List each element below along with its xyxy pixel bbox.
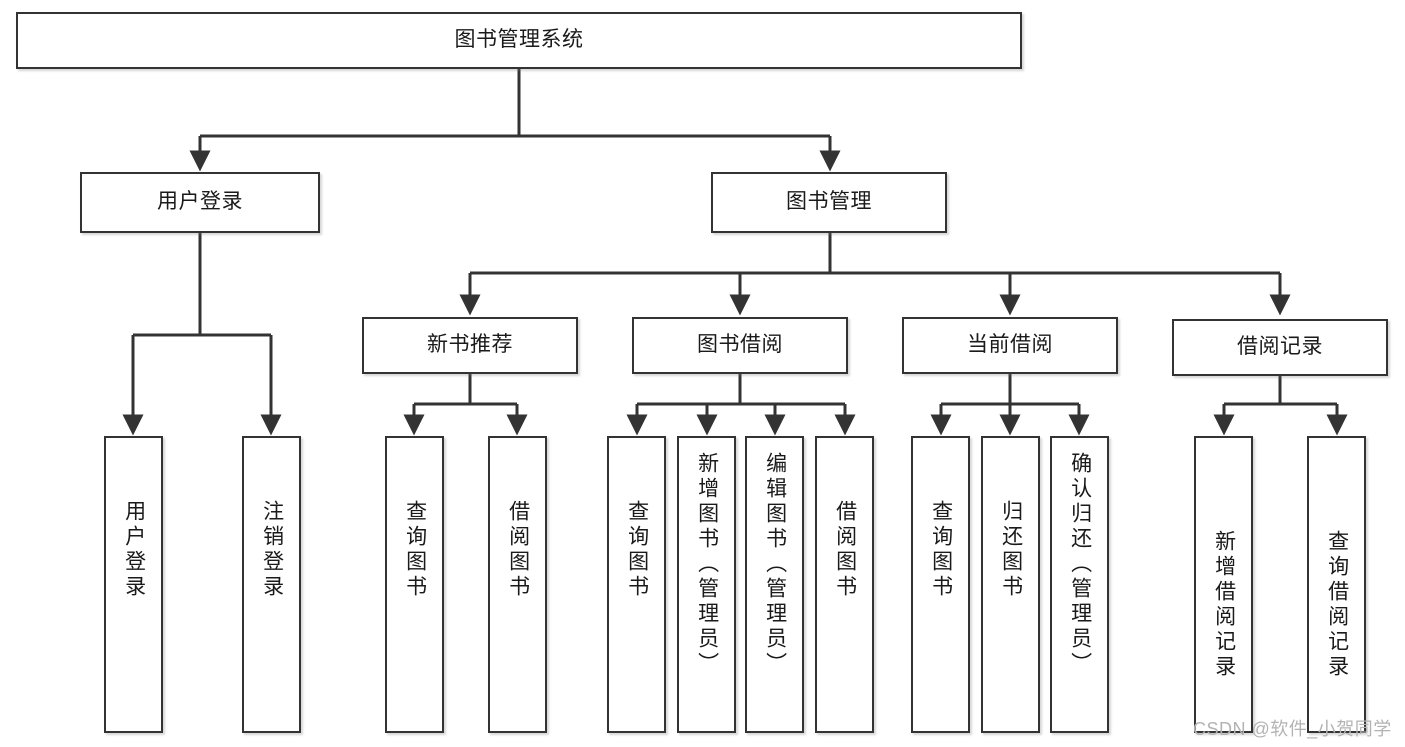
node-leaf-logout-login-label: 注销登录 (260, 500, 284, 600)
node-current-borrow-label: 当前借阅 (967, 333, 1053, 357)
node-leaf-user-login[interactable]: 用户登录 (104, 436, 163, 733)
node-leaf-query-book-2[interactable]: 查询图书 (607, 436, 666, 733)
node-leaf-borrow-book-2-label: 借阅图书 (833, 500, 857, 600)
node-user-login-label: 用户登录 (157, 190, 243, 214)
node-current-borrow[interactable]: 当前借阅 (902, 317, 1118, 374)
node-leaf-confirm-return[interactable]: 确认归还（管理员） (1050, 436, 1109, 733)
node-book-borrow[interactable]: 图书借阅 (632, 317, 848, 374)
node-leaf-return-book[interactable]: 归还图书 (981, 436, 1040, 733)
node-leaf-add-record-label: 新增借阅记录 (1212, 530, 1236, 680)
node-leaf-borrow-book-2[interactable]: 借阅图书 (815, 436, 874, 733)
node-leaf-query-record[interactable]: 查询借阅记录 (1307, 436, 1366, 733)
node-leaf-query-book-1-label: 查询图书 (403, 500, 427, 600)
node-leaf-user-login-label: 用户登录 (122, 500, 146, 600)
node-book-manage[interactable]: 图书管理 (711, 172, 947, 233)
node-leaf-confirm-return-label: 确认归还（管理员） (1068, 452, 1092, 677)
node-new-book-rec-label: 新书推荐 (427, 333, 513, 357)
node-leaf-query-book-3-label: 查询图书 (929, 500, 953, 600)
node-borrow-record-label: 借阅记录 (1237, 335, 1323, 359)
node-book-manage-label: 图书管理 (786, 190, 872, 214)
node-root-label: 图书管理系统 (454, 28, 584, 52)
node-leaf-query-book-1[interactable]: 查询图书 (385, 436, 444, 733)
node-leaf-query-book-3[interactable]: 查询图书 (911, 436, 970, 733)
node-leaf-edit-book[interactable]: 编辑图书（管理员） (745, 436, 804, 733)
node-leaf-borrow-book-1-label: 借阅图书 (506, 500, 530, 600)
node-user-login[interactable]: 用户登录 (80, 172, 320, 233)
node-leaf-query-book-2-label: 查询图书 (625, 500, 649, 600)
node-borrow-record[interactable]: 借阅记录 (1172, 319, 1388, 376)
node-leaf-return-book-label: 归还图书 (999, 500, 1023, 600)
node-leaf-add-book[interactable]: 新增图书（管理员） (677, 436, 736, 733)
node-leaf-add-book-label: 新增图书（管理员） (695, 452, 719, 677)
node-leaf-edit-book-label: 编辑图书（管理员） (763, 452, 787, 677)
node-leaf-add-record[interactable]: 新增借阅记录 (1194, 436, 1253, 733)
node-root[interactable]: 图书管理系统 (16, 12, 1022, 69)
node-book-borrow-label: 图书借阅 (697, 333, 783, 357)
node-leaf-borrow-book-1[interactable]: 借阅图书 (488, 436, 547, 733)
csdn-watermark: CSDN @软件_小贺同学 (1193, 719, 1392, 739)
node-new-book-rec[interactable]: 新书推荐 (362, 317, 578, 374)
node-leaf-logout-login[interactable]: 注销登录 (242, 436, 301, 733)
node-leaf-query-record-label: 查询借阅记录 (1325, 530, 1349, 680)
